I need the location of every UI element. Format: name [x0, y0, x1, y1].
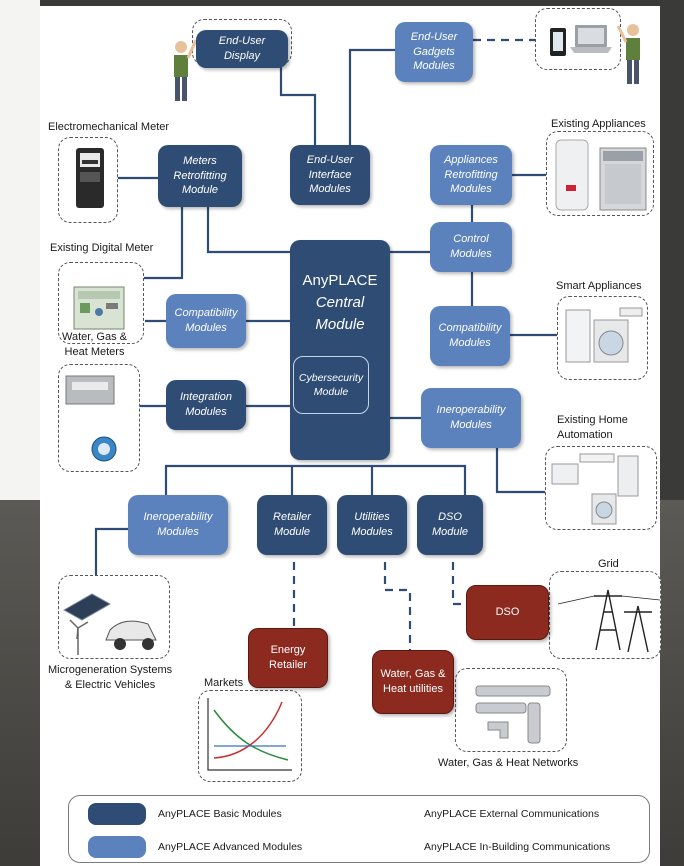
line-gadgets — [348, 48, 395, 145]
label-grid: Grid — [598, 558, 619, 570]
compatibility-module-right: Compatibility Modules — [430, 306, 510, 366]
end-user-display-module: End-User Display — [196, 30, 288, 68]
label-existing-appliances: Existing Appliances — [551, 118, 646, 130]
compatibility-module-left: Compatibility Modules — [166, 294, 246, 348]
central-module-sub1: Central — [315, 293, 365, 311]
digital-meter-icon — [73, 286, 125, 330]
label-water-gas-heat-networks: Water, Gas & Heat Networks — [438, 757, 579, 769]
person-left-icon — [174, 39, 198, 101]
line-display — [279, 62, 317, 145]
energy-retailer-entity: Energy Retailer — [248, 628, 328, 688]
control-module: Control Modules — [430, 222, 512, 272]
label-microgeneration: Microgeneration Systems & Electric Vehic… — [48, 664, 173, 691]
retailer-module: Retailer Module — [257, 495, 327, 555]
legend-basic-label: AnyPLACE Basic Modules — [158, 808, 282, 820]
appliances-retrofitting-module: Appliances Retrofitting Modules — [430, 145, 512, 205]
pipes-icon — [475, 685, 551, 744]
dash-utilities — [383, 562, 412, 650]
utility-meters-icon — [65, 375, 117, 462]
phone-laptop-icon — [550, 25, 612, 56]
line-bottom-interop-micro — [94, 527, 128, 575]
label-existing-digital-meter: Existing Digital Meter — [50, 242, 154, 254]
grid-tower-icon — [557, 589, 661, 653]
water-gas-heat-utilities-entity: Water, Gas & Heat utilities — [372, 650, 454, 714]
dso-entity: DSO — [466, 585, 549, 640]
line-digital-meter — [142, 205, 184, 280]
legend-external-label: AnyPLACE External Communications — [424, 808, 600, 820]
grid-box — [549, 571, 661, 659]
legend-basic-swatch — [88, 803, 146, 825]
legend-advanced-swatch — [88, 836, 146, 858]
markets-box — [198, 690, 302, 782]
line-interop-automation — [495, 448, 545, 494]
meters-retrofitting-module: Meters Retrofitting Module — [158, 145, 242, 207]
legend-in-building-label: AnyPLACE In-Building Communications — [424, 841, 611, 853]
home-automation-icon — [551, 453, 639, 525]
label-smart-appliances: Smart Appliances — [556, 280, 642, 292]
line-bottom-bus — [164, 464, 467, 495]
interoperability-module-bottom: Ineroperability Modules — [128, 495, 228, 555]
end-user-interface-module: End-User Interface Modules — [290, 145, 370, 205]
existing-appliances-icon — [555, 139, 647, 211]
interoperability-module-right: Ineroperability Modules — [421, 388, 521, 448]
electromechanical-meter-icon — [76, 148, 104, 208]
label-existing-home-automation: Existing Home Automation — [557, 414, 628, 441]
label-markets: Markets — [204, 677, 244, 689]
line-meters-retrofit — [206, 205, 290, 254]
label-electromechanical-meter: Electromechanical Meter — [48, 121, 170, 133]
smart-appliances-icon — [565, 307, 643, 363]
central-module-sub2: Module — [315, 315, 365, 333]
end-user-gadgets-module: End-User Gadgets Modules — [395, 22, 473, 82]
microgeneration-icon — [62, 593, 157, 655]
person-right-icon — [616, 24, 640, 84]
dash-dso — [451, 562, 466, 606]
central-module-name: AnyPLACE — [302, 272, 378, 289]
integration-module: Integration Modules — [166, 380, 246, 430]
legend — [68, 795, 650, 863]
cybersecurity-module: Cybersecurity Module — [293, 356, 369, 414]
markets-chart-icon — [207, 698, 292, 771]
label-water-gas-heat-meters: Water, Gas & Heat Meters — [62, 331, 128, 358]
legend-advanced-label: AnyPLACE Advanced Modules — [158, 841, 303, 853]
utilities-module: Utilities Modules — [337, 495, 407, 555]
dso-module: DSO Module — [417, 495, 483, 555]
